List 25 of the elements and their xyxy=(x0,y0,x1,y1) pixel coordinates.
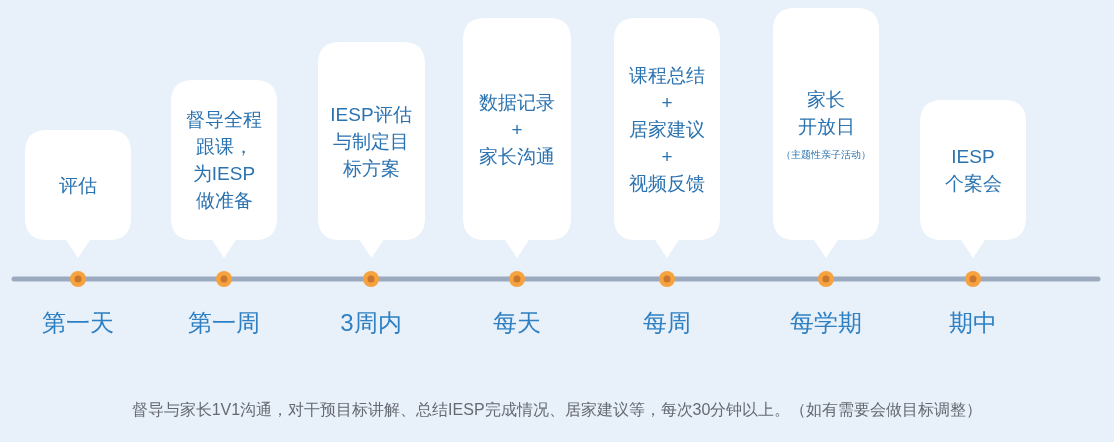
bubble-text: 数据记录 xyxy=(478,90,556,115)
bubble-text: 居家建议 xyxy=(628,117,706,142)
bubble-text: 为IESP做准备 xyxy=(191,162,257,213)
bubble-text: 督导全程跟课， xyxy=(185,108,263,159)
time-label: 期中 xyxy=(949,308,997,338)
bubble-text: IESP评估与制定目标方案 xyxy=(329,102,413,181)
time-label: 每周 xyxy=(643,308,691,338)
time-label: 第一周 xyxy=(188,308,260,338)
bubble-text: + xyxy=(510,117,524,142)
bubble-text: + xyxy=(660,144,674,169)
time-label: 3周内 xyxy=(340,308,402,338)
bubble-note: （主题性亲子活动） xyxy=(781,148,871,162)
bubble-text: 家长 xyxy=(806,88,846,112)
time-label: 第一天 xyxy=(42,308,114,338)
bubble-text: + xyxy=(660,90,674,115)
bubble-text: 开放日 xyxy=(796,115,856,139)
bubble-text: IESP xyxy=(950,145,996,169)
time-label: 每学期 xyxy=(790,308,862,338)
bubble-text: 个案会 xyxy=(943,172,1003,196)
bubble-text: 视频反馈 xyxy=(628,171,706,196)
footnote-text: 督导与家长1V1沟通，对干预目标讲解、总结IESP完成情况、居家建议等，每次30分钟以上。（如有需要会做目标调整） xyxy=(130,400,984,420)
bubble-text: 评估 xyxy=(58,173,98,198)
bubble-text: 家长沟通 xyxy=(478,144,556,169)
bubble-text: 课程总结 xyxy=(628,63,706,88)
time-label: 每天 xyxy=(493,308,541,338)
